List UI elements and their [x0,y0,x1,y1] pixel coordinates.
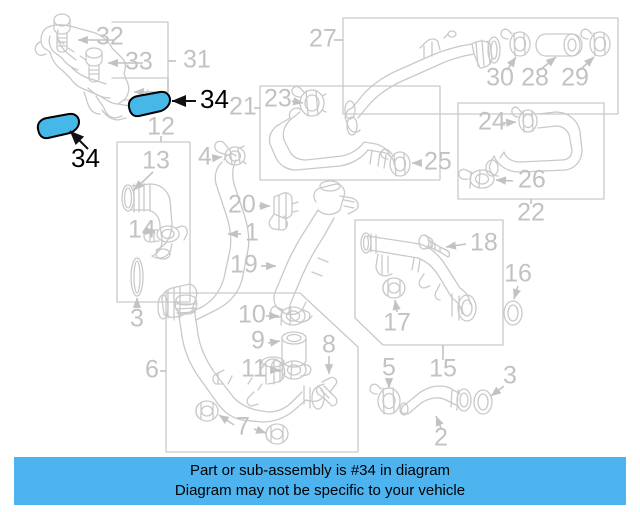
part-4-clamp [214,140,247,166]
part-2-hose [399,385,472,416]
banner-line-secondary: Diagram may not be specific to your vehi… [174,482,466,499]
highlight-gasket-34-upper[interactable] [127,90,171,118]
callout-label-33: 33 [125,48,153,76]
part-20-bracket [268,192,299,231]
callout-label-16: 16 [504,260,532,288]
callout-label-30: 30 [486,64,514,92]
part-18-bolt [418,234,451,258]
leader-16 [512,285,521,300]
leader-18 [445,241,467,250]
callout-label-24: 24 [478,108,506,136]
part-17-bushing [382,277,406,299]
callout-label-8: 8 [322,331,336,359]
leader-7a [218,414,235,426]
callout-label-27: 27 [309,25,337,53]
callout-labels: 32 33 31 34 34 12 13 14 4 3 1 20 19 21 2… [71,23,589,452]
part-16-seal [503,300,523,326]
group-box-27 [342,17,619,115]
part-21-hose [268,107,395,171]
highlighted-parts-34[interactable] [36,90,171,140]
callout-label-34-upper: 34 [200,84,229,114]
callout-label-21: 21 [229,93,257,121]
part-32-bolt [53,13,71,53]
callout-label-2: 2 [434,424,448,452]
leader-23 [291,97,304,106]
callout-label-9: 9 [251,327,265,355]
callout-label-23: 23 [264,85,292,113]
parts-diagram-svg[interactable]: 32 33 31 34 34 12 13 14 4 3 1 20 19 21 2… [0,0,640,456]
part-7-bushings [195,400,289,445]
part-33-bolt [85,47,103,83]
leader-4 [211,153,223,163]
callout-label-3-right: 3 [503,362,517,390]
callout-label-12: 12 [147,113,175,141]
callout-label-7: 7 [236,413,250,441]
leader-26 [495,176,514,185]
callout-label-25: 25 [424,148,452,176]
part-3-seal-right [473,389,493,415]
callout-label-1: 1 [245,219,259,247]
part-5-clamp [369,383,401,415]
diagram-artwork [34,13,619,453]
leader-30 [506,56,517,71]
info-banner: Part or sub-assembly is #34 in diagram D… [14,457,626,505]
leader-31 [133,78,169,97]
leader-17 [392,299,401,313]
part-24-clamp [511,106,538,133]
callout-label-5: 5 [382,354,396,382]
part-29-clamp [580,28,611,57]
part-27-duct [344,30,501,136]
leader-7b [253,425,267,434]
callout-label-3-left: 3 [130,305,144,333]
callout-leader-lines [77,35,595,434]
callout-label-34-lower: 34 [71,143,100,173]
callout-label-13: 13 [142,147,170,175]
part-28-sleeve [535,33,583,57]
group-box-31 [111,21,169,79]
callout-label-4: 4 [198,143,212,171]
leader-3-right [490,385,505,397]
part-19-hose [273,180,359,323]
callout-label-6: 6 [145,356,159,384]
callout-label-19: 19 [230,251,258,279]
callout-label-10: 10 [238,301,266,329]
part-25-clamp [380,148,411,177]
highlight-leader-lines [69,95,196,150]
leader-24 [501,118,517,127]
callout-label-22: 22 [517,199,545,227]
callout-label-29: 29 [561,64,589,92]
group-box-21 [259,85,441,181]
part-3-seal-left [130,257,144,297]
callout-label-32: 32 [96,23,124,51]
group-box-6 [165,292,359,453]
part-15-pipe [360,232,477,322]
group-box-12 [116,141,191,303]
diagram-canvas[interactable]: 32 33 31 34 34 12 13 14 4 3 1 20 19 21 2… [0,0,640,456]
callout-label-15: 15 [429,355,457,383]
leader-34-lower [69,130,89,150]
leader-2 [435,415,444,429]
part-8-bolt [315,376,338,407]
part-30-clamp [500,28,531,57]
part-11-clamp [271,359,312,380]
callout-label-20: 20 [228,191,256,219]
callout-label-31: 31 [183,46,211,74]
leader-9 [267,338,281,347]
callout-label-17: 17 [383,309,411,337]
leader-28 [539,56,557,71]
part-22-hose [485,111,583,177]
part-9-sleeve [281,331,307,368]
callout-label-26: 26 [518,166,546,194]
leader-29 [579,56,595,71]
banner-line-primary: Part or sub-assembly is #34 in diagram [189,462,451,479]
leader-13 [133,171,154,191]
callout-label-14: 14 [128,216,156,244]
highlight-gasket-34-lower[interactable] [36,112,80,140]
part-26-clamp [458,168,495,189]
callout-label-18: 18 [470,229,498,257]
callout-label-11: 11 [241,355,267,383]
callout-label-28: 28 [521,64,549,92]
